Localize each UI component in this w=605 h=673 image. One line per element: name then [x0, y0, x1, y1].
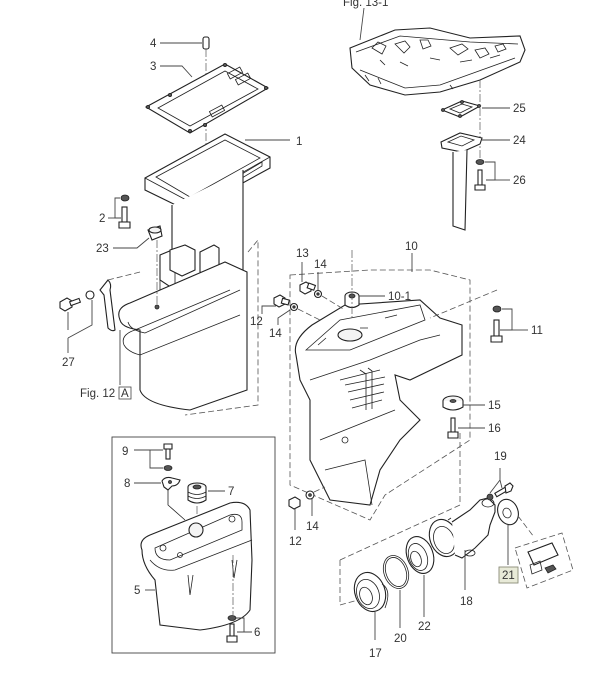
fig-13-1-label[interactable]: Fig. 13-1 [343, 0, 388, 9]
part-10-1-bushing[interactable]: 10-1 [344, 250, 411, 320]
callout-3[interactable]: 3 [150, 61, 156, 73]
callout-27[interactable]: 27 [62, 357, 75, 369]
callout-17[interactable]: 17 [369, 648, 382, 660]
fig-12-label: Fig. 12 [80, 388, 115, 400]
part-20-o-ring[interactable]: 20 [379, 552, 413, 645]
callout-12-upper[interactable]: 12 [250, 316, 263, 328]
part-23-plug[interactable]: 23 [96, 225, 163, 305]
part-11-bolt-washer[interactable]: 11 [429, 289, 543, 343]
callout-15[interactable]: 15 [488, 400, 501, 412]
part-22-bearing[interactable]: 22 [401, 533, 438, 633]
part-25-gasket[interactable]: 25 [440, 100, 526, 118]
fig-12-reference[interactable]: Fig. 12 A [80, 330, 132, 400]
callout-2[interactable]: 2 [99, 213, 105, 225]
part-17-bearing[interactable]: 17 [349, 568, 391, 660]
callout-14-middle[interactable]: 14 [269, 328, 282, 340]
part-12-bolt-a[interactable]: 12 [250, 294, 291, 328]
part-21-oil-seal[interactable]: 21 [494, 496, 535, 584]
part-2-bolt-washer[interactable]: 2 [99, 194, 131, 229]
part-14-washer-c[interactable]: 14 14 [305, 486, 326, 533]
part-1-drive-shaft-housing[interactable]: 1 [118, 133, 303, 411]
callout-10[interactable]: 10 [405, 241, 418, 253]
callout-23[interactable]: 23 [96, 243, 109, 255]
callout-24[interactable]: 24 [513, 135, 526, 147]
callout-11[interactable]: 11 [531, 325, 543, 337]
callout-8[interactable]: 8 [124, 478, 130, 490]
callout-14-top[interactable]: 14 [314, 259, 327, 271]
assembly-boundary-lower-left [339, 560, 359, 606]
callout-19-label[interactable]: 19 [494, 451, 507, 463]
callout-16[interactable]: 16 [488, 423, 501, 435]
part-19-bolt-washer[interactable]: 15 19 [486, 451, 514, 501]
callout-13[interactable]: 13 [296, 248, 309, 260]
part-13-bolt[interactable]: 13 [296, 248, 317, 295]
part-6-bolt-washer[interactable]: 6 [226, 615, 260, 643]
callout-14-bottom[interactable]: 14 [306, 521, 319, 533]
part-10-lower-case-group[interactable]: 10 [289, 241, 471, 521]
callout-12-lower[interactable]: 12 [289, 536, 302, 548]
part-5-upper-mount-housing[interactable]: 5 [134, 501, 253, 631]
callout-10-1[interactable]: 10-1 [388, 291, 411, 303]
callout-1[interactable]: 1 [296, 136, 302, 148]
part-15-anode[interactable]: 15 [442, 395, 501, 412]
callout-25[interactable]: 25 [513, 103, 526, 115]
callout-18[interactable]: 18 [460, 596, 473, 608]
callout-21-highlight [498, 566, 519, 584]
part-18-bearing-housing[interactable]: 18 [424, 497, 496, 608]
part-4-dowel-pin[interactable]: 4 [150, 36, 210, 150]
callout-7[interactable]: 7 [228, 486, 234, 498]
part-3-gasket[interactable]: 3 [144, 61, 270, 134]
part-8-clamp[interactable]: 8 [124, 476, 186, 521]
callout-5[interactable]: 5 [134, 585, 140, 597]
special-tool-inset [514, 532, 574, 589]
engine-block-reference: Fig. 13-1 [343, 0, 526, 162]
callout-26[interactable]: 26 [513, 175, 526, 187]
part-16-bolt[interactable]: 16 [447, 417, 501, 439]
part-12-bolt-b[interactable]: 12 [288, 496, 302, 548]
callout-9[interactable]: 9 [122, 446, 128, 458]
callout-20[interactable]: 20 [394, 633, 407, 645]
part-7-grommet[interactable]: 7 [187, 482, 234, 525]
assembly-boundary-lower [339, 430, 461, 561]
callout-6[interactable]: 6 [254, 627, 260, 639]
part-26-bolt-washer[interactable]: 26 [474, 159, 526, 191]
part-14-washer-a[interactable]: 14 [313, 259, 346, 311]
part-9-bolt-washer[interactable]: 9 [122, 443, 173, 471]
fig-12-box-letter: A [121, 388, 129, 400]
part-27-bolt-washer[interactable]: 27 [59, 271, 141, 369]
part-24-adapter[interactable]: 24 [440, 132, 526, 231]
callout-4[interactable]: 4 [150, 38, 157, 50]
part-14-washer-b[interactable]: 14 [269, 302, 321, 341]
inset-upper-mount-group [111, 436, 276, 654]
assembly-boundary-upper [184, 238, 259, 416]
callout-21[interactable]: 21 [502, 570, 515, 582]
callout-22[interactable]: 22 [418, 621, 431, 633]
